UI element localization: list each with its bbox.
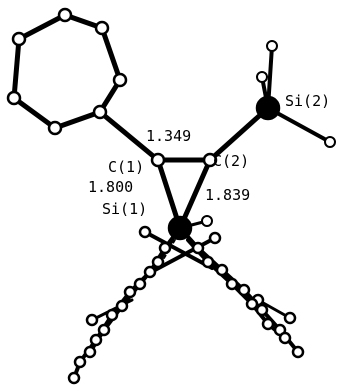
label-atom-si1: Si(1): [102, 200, 147, 218]
atom-aryl: [105, 308, 119, 322]
atom-c1: [150, 152, 166, 168]
bond-c1-phenyl: [97, 109, 161, 163]
atom-aryl: [278, 331, 292, 345]
bond-c2-si1: [177, 157, 213, 231]
aryl-cross-1: [143, 230, 214, 270]
atom-aryl: [201, 255, 215, 269]
atom-si1-h: [201, 215, 213, 227]
atom-aryl: [83, 345, 97, 359]
atom-phenyl-c2: [57, 7, 73, 23]
atom-aryl: [97, 323, 111, 337]
atom-aryl: [115, 299, 129, 313]
atom-phenyl-c4: [112, 72, 128, 88]
atom-si1: [167, 215, 193, 241]
atom-phenyl-c5: [92, 104, 108, 120]
atom-si2: [255, 95, 281, 121]
lower-aryl-groups: [72, 226, 300, 380]
atom-aryl: [89, 333, 103, 347]
label-atom-c2: C(2): [213, 152, 249, 170]
label-bond-c1-c2: 1.349: [146, 127, 191, 145]
aryl-cross-2: [153, 236, 217, 272]
atom-aryl: [191, 241, 205, 255]
atom-aryl: [291, 345, 305, 359]
atom-aryl: [123, 285, 137, 299]
phenyl-ring: [11, 12, 161, 163]
atom-phenyl-c1: [11, 31, 27, 47]
label-bond-c1-si1: 1.800: [88, 178, 133, 196]
atom-aryl: [225, 277, 239, 291]
phenyl-atoms: [6, 7, 128, 136]
atom-aryl: [151, 255, 165, 269]
atom-aryl: [208, 231, 222, 245]
atom-aryl: [73, 355, 87, 369]
atom-c2: [202, 152, 218, 168]
atom-aryl: [67, 371, 81, 385]
atom-aryl: [255, 303, 269, 317]
atom-aryl: [237, 283, 251, 297]
peripheral-atoms: [201, 40, 336, 227]
atom-methyl-c: [324, 136, 336, 148]
atom-phenyl-c7: [6, 90, 22, 106]
atom-aryl: [85, 313, 99, 327]
atom-aryl: [245, 297, 259, 311]
atom-aryl: [143, 265, 157, 279]
atom-aryl: [283, 311, 297, 325]
atom-methyl-b: [266, 40, 278, 52]
atom-phenyl-c3: [94, 20, 110, 36]
atom-aryl: [261, 317, 275, 331]
label-atom-c1: C(1): [108, 158, 144, 176]
lower-aryl-atoms: [67, 225, 305, 385]
atom-phenyl-c6: [47, 120, 63, 136]
bond-c2-si2: [207, 105, 271, 163]
core-atoms: [150, 95, 281, 241]
label-atom-si2: Si(2): [285, 92, 330, 110]
atom-methyl-a: [256, 71, 268, 83]
atom-aryl: [215, 263, 229, 277]
atom-aryl: [138, 225, 152, 239]
label-bond-c2-si1: 1.839: [205, 186, 250, 204]
labels: 1.349 C(1) C(2) 1.800 1.839 Si(1) Si(2): [88, 92, 330, 218]
atom-aryl: [158, 241, 172, 255]
atom-aryl: [133, 277, 147, 291]
